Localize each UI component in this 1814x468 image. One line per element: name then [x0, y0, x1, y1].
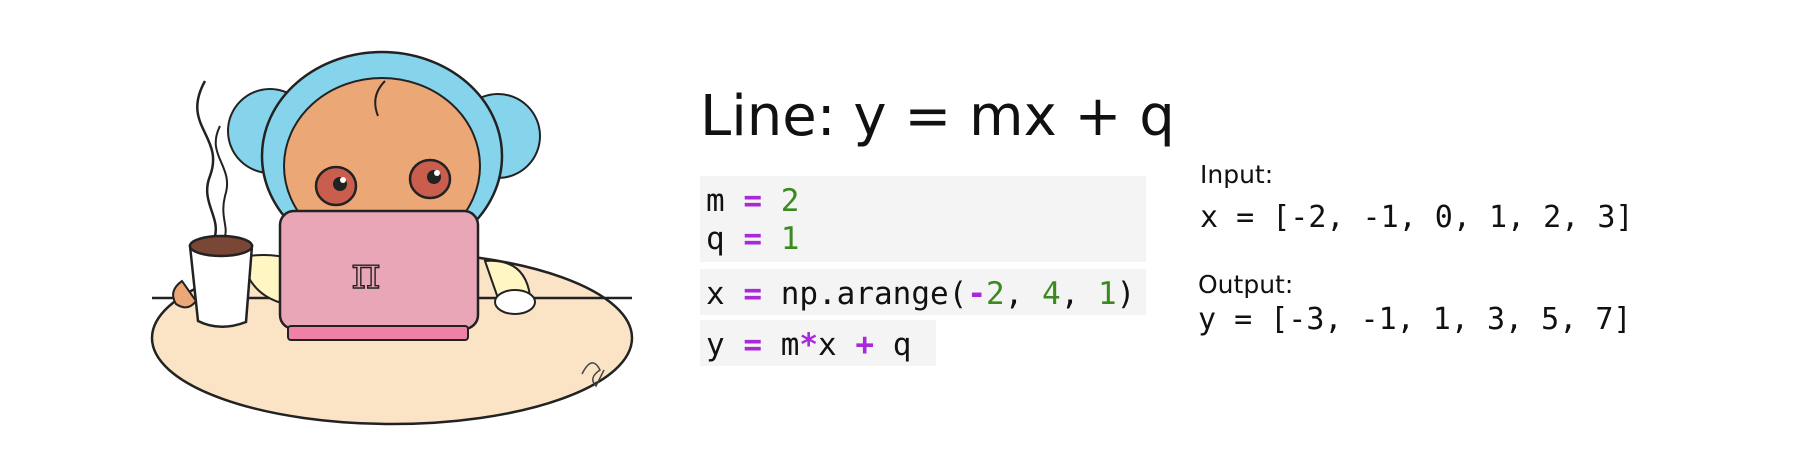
girl-with-laptop-illustration: π	[150, 50, 634, 426]
code-var: m	[706, 183, 725, 219]
eye-shine-left	[340, 177, 346, 183]
pi-symbol: π	[352, 248, 381, 299]
code-var: q	[706, 221, 725, 257]
signature	[581, 362, 605, 388]
hair-part	[374, 80, 386, 117]
code-paren: )	[1116, 276, 1136, 312]
code-operator: =	[743, 327, 763, 363]
code-separator: ,	[1004, 276, 1042, 312]
code-var: x	[706, 276, 725, 312]
mug	[188, 244, 254, 328]
mug-hand	[172, 279, 198, 309]
code-block-arange: x = np.arange(-2, 4, 1)	[700, 269, 1146, 315]
code-number: 1	[780, 221, 800, 257]
code-minus: -	[967, 276, 986, 312]
hand-right	[494, 289, 536, 315]
code-number: 4	[1042, 276, 1061, 312]
steam-icon	[196, 80, 218, 237]
code-multiply: *	[799, 327, 819, 363]
mug-rim	[188, 234, 254, 258]
input-value: x = [-2, -1, 0, 1, 2, 3]	[1200, 200, 1634, 235]
code-var: m	[780, 327, 800, 363]
code-call: np.arange(	[780, 276, 968, 312]
code-var: q	[892, 327, 912, 363]
code-number: 1	[1098, 276, 1117, 312]
eye-shine-right	[434, 170, 440, 176]
input-label: Input:	[1200, 160, 1274, 189]
code-separator: ,	[1060, 276, 1098, 312]
code-block-formula: y = m*x + q	[700, 320, 936, 366]
laptop-base	[287, 325, 469, 341]
code-var: x	[818, 327, 837, 363]
code-block-params: m = 2 q = 1	[700, 176, 1146, 262]
code-operator: =	[743, 221, 763, 257]
output-value: y = [-3, -1, 1, 3, 5, 7]	[1198, 302, 1632, 337]
code-number: 2	[986, 276, 1005, 312]
page-title: Line: y = mx + q	[700, 84, 1175, 149]
code-number: 2	[780, 183, 800, 219]
code-plus: +	[855, 327, 875, 363]
steam-icon	[214, 125, 228, 237]
code-operator: =	[743, 276, 763, 312]
output-label: Output:	[1198, 270, 1294, 299]
code-var: y	[706, 327, 725, 363]
code-operator: =	[743, 183, 763, 219]
